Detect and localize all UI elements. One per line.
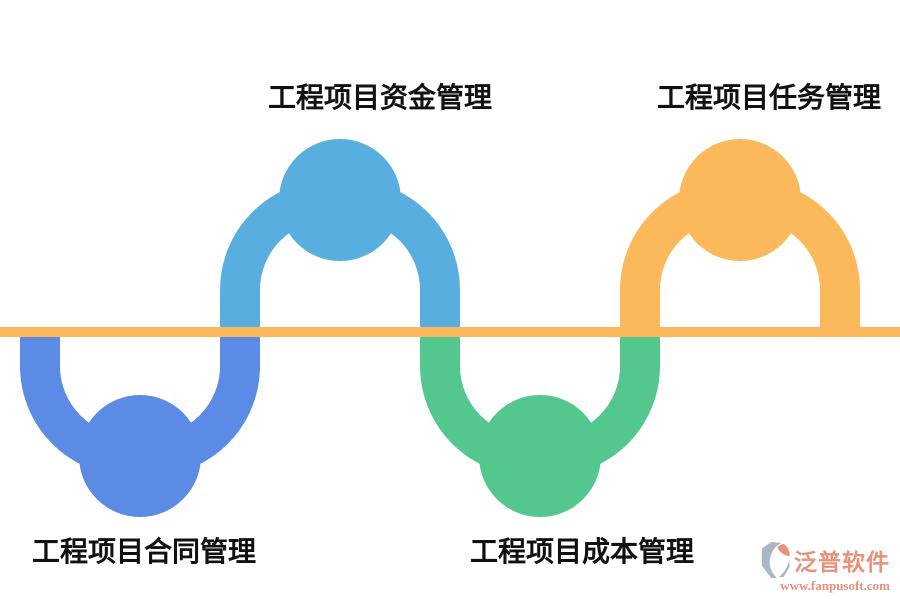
- label-contract: 工程项目合同管理: [31, 536, 257, 567]
- watermark-url-text: www.fanpusoft.com: [780, 578, 890, 593]
- label-funds: 工程项目资金管理: [267, 82, 493, 113]
- contract-node-circle: [79, 395, 201, 517]
- fanpu-logo-icon: [761, 542, 790, 578]
- baseline: [0, 327, 900, 337]
- funds-node-circle: [279, 139, 401, 261]
- label-tasks: 工程项目任务管理: [656, 82, 882, 113]
- tasks-node-circle: [679, 139, 801, 261]
- label-cost: 工程项目成本管理: [469, 536, 695, 567]
- cost-node-circle: [479, 395, 601, 517]
- watermark-brand-text: 泛普软件: [794, 549, 890, 575]
- watermark: 泛普软件 www.fanpusoft.com: [758, 541, 890, 593]
